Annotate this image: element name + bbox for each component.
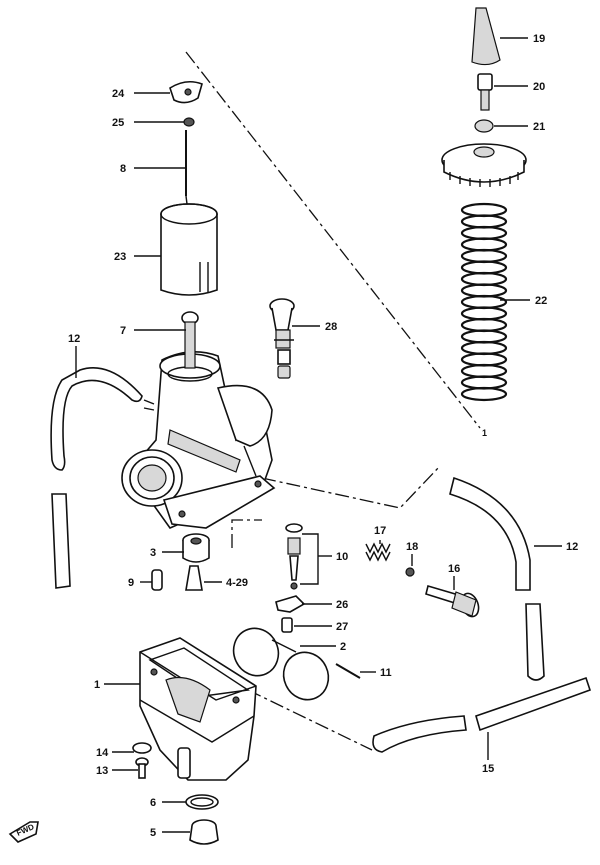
spring-coil (460, 248, 508, 264)
callout-27: 27 (336, 621, 348, 633)
part-19-cap (471, 7, 501, 66)
part-2-floats (232, 627, 330, 701)
callout-22: 22 (535, 295, 547, 307)
callout-10: 10 (336, 551, 348, 563)
callout-26: 26 (336, 599, 348, 611)
spring-coil (460, 214, 508, 229)
part-20-adjuster (477, 73, 493, 111)
part-12-tube-right (449, 476, 545, 681)
part-11-pin (335, 663, 361, 679)
spring-coil (460, 340, 508, 356)
callout-9: 9 (128, 577, 134, 589)
reference-lines (185, 51, 481, 751)
spring-coil (460, 283, 508, 298)
callout-21: 21 (533, 121, 545, 133)
part-3-cap (182, 533, 210, 563)
callout-8: 8 (120, 163, 126, 175)
callout-18: 18 (406, 541, 418, 553)
part-13-screw (135, 757, 149, 779)
spring-coil (460, 260, 508, 275)
callout-3: 3 (150, 547, 156, 559)
callout-leaders (75, 37, 562, 833)
spring-coil (460, 294, 508, 310)
callout-17: 17 (374, 525, 386, 537)
spring-coil (460, 386, 508, 402)
part-18-ring (405, 567, 415, 577)
spring-coil (460, 363, 508, 379)
part-10-float-valve (285, 523, 303, 590)
callout-23: 23 (114, 251, 126, 263)
callout-20: 20 (533, 81, 545, 93)
callout-labels: 19 20 21 22 24 25 8 23 7 28 12 12 3 9 4-… (68, 33, 578, 839)
callout-12-right: 12 (566, 541, 578, 553)
callout-2: 2 (340, 641, 346, 653)
spring-coil (460, 202, 508, 218)
spring-coil (460, 317, 508, 333)
part-1-float-bowl (139, 637, 257, 781)
part-26-float-arm (275, 595, 306, 613)
part-14-washer (132, 742, 152, 754)
spring-coil (460, 375, 508, 390)
spring-coil (460, 329, 508, 344)
part-5-drain-plug (189, 819, 219, 845)
callout-19: 19 (533, 33, 545, 45)
callout-24: 24 (112, 88, 125, 100)
part-4-29-plug (185, 565, 203, 591)
part-6-o-ring (185, 794, 219, 810)
part-25-e-clip (183, 117, 195, 127)
callout-14: 14 (96, 747, 109, 759)
reference-marker: 1 (482, 428, 487, 438)
callout-15: 15 (482, 763, 494, 775)
callout-16: 16 (448, 563, 460, 575)
callout-11: 11 (380, 667, 392, 679)
part-21-nut (474, 119, 494, 133)
callout-5: 5 (150, 827, 156, 839)
callout-13: 13 (96, 765, 108, 777)
part-22-spring (460, 202, 508, 402)
mixing-chamber-top (441, 143, 527, 187)
part-17-spring (365, 542, 391, 562)
callout-12-left: 12 (68, 333, 80, 345)
part-7-screw (181, 311, 199, 369)
spring-coil (460, 306, 508, 321)
part-24-clip-plate (169, 80, 203, 104)
callout-1: 1 (94, 679, 100, 691)
callout-28: 28 (325, 321, 337, 333)
spring-coil (460, 352, 508, 367)
part-15-tubes (372, 676, 592, 753)
callout-4-29: 4-29 (226, 577, 248, 589)
part-9-plug (151, 569, 163, 591)
part-8-jet-needle (185, 130, 189, 213)
part-27-pin (281, 617, 293, 633)
part-16-screw (425, 584, 480, 618)
spring-coil (460, 237, 508, 252)
callout-25: 25 (112, 117, 124, 129)
part-12-tube-left (50, 367, 143, 589)
part-23-throttle-valve (160, 203, 218, 296)
callout-6: 6 (150, 797, 156, 809)
spring-coil (460, 271, 508, 287)
carburetor-body (121, 351, 276, 529)
fwd-arrow-icon: FWD (8, 821, 39, 843)
part-28-starter-plunger (269, 298, 295, 379)
spring-coil (460, 225, 508, 241)
callout-7: 7 (120, 325, 126, 337)
